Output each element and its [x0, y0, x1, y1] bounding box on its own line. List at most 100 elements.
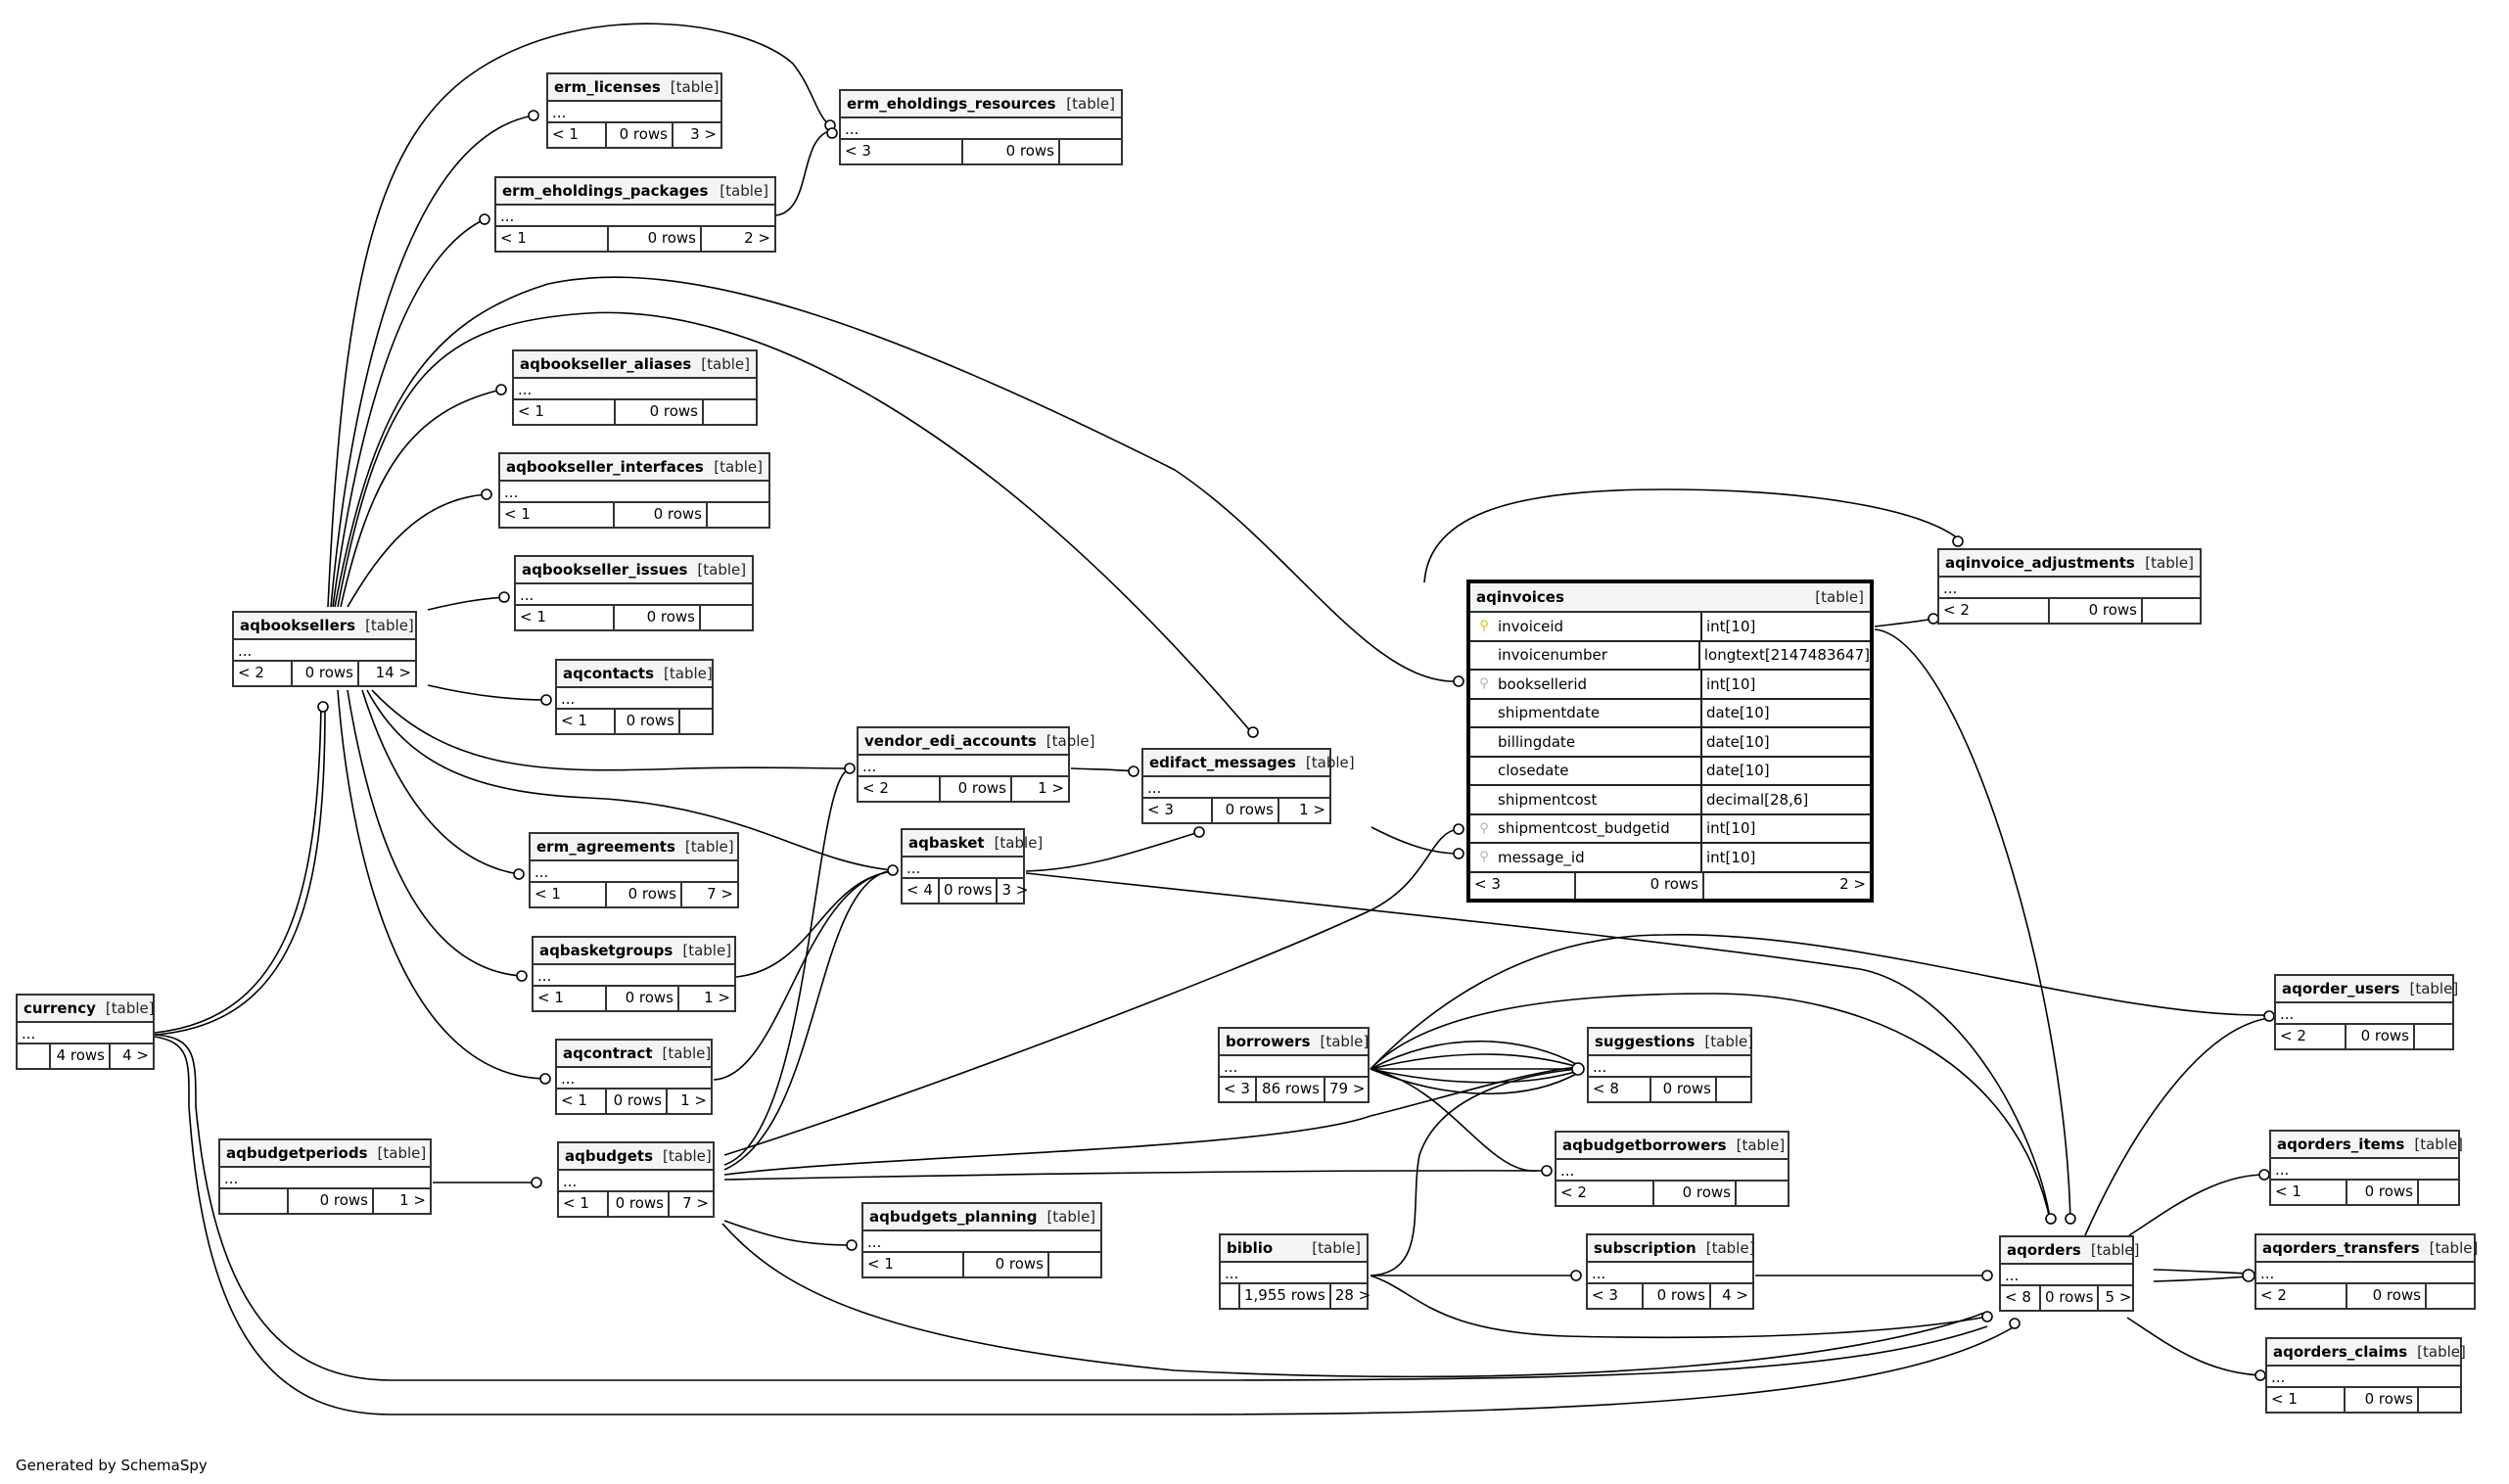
- child-count[interactable]: 28 >: [1334, 1286, 1371, 1304]
- child-count[interactable]: 7 >: [707, 885, 733, 903]
- parent-count[interactable]: < 1: [2271, 1181, 2347, 1204]
- child-count[interactable]: [704, 400, 756, 424]
- parent-count[interactable]: < 2: [859, 777, 941, 801]
- parent-count[interactable]: < 1: [2267, 1388, 2346, 1412]
- child-count[interactable]: [701, 606, 752, 629]
- child-count[interactable]: [1737, 1182, 1788, 1205]
- child-count[interactable]: [1060, 140, 1121, 163]
- child-count[interactable]: 1 >: [704, 989, 730, 1006]
- parent-count[interactable]: [220, 1189, 289, 1213]
- child-count[interactable]: [2415, 1025, 2452, 1048]
- child-count[interactable]: 1 >: [399, 1191, 426, 1209]
- parent-count[interactable]: < 2: [1557, 1182, 1654, 1205]
- parent-count[interactable]: < 8: [1589, 1078, 1651, 1101]
- parent-count[interactable]: [1221, 1284, 1240, 1308]
- parent-count[interactable]: < 3: [1588, 1284, 1644, 1308]
- child-count[interactable]: [2143, 599, 2200, 623]
- parent-count[interactable]: < 1: [534, 987, 607, 1010]
- parent-count[interactable]: < 2: [2256, 1284, 2347, 1308]
- child-count[interactable]: [2419, 1388, 2460, 1412]
- child-count[interactable]: 1 >: [1038, 779, 1064, 797]
- parent-count[interactable]: < 1: [514, 400, 616, 424]
- parent-count[interactable]: < 1: [496, 227, 609, 251]
- child-count[interactable]: 5 >: [2105, 1288, 2132, 1306]
- parent-count[interactable]: < 1: [548, 123, 607, 147]
- child-count[interactable]: [2427, 1284, 2474, 1308]
- parent-count[interactable]: < 8: [2001, 1286, 2041, 1310]
- edge-aqorders-aqorders_items: [2128, 1174, 2265, 1236]
- child-count[interactable]: [1717, 1078, 1750, 1101]
- parent-count[interactable]: < 1: [557, 1090, 607, 1113]
- child-count[interactable]: 2 >: [744, 229, 770, 247]
- child-count[interactable]: [708, 503, 768, 527]
- child-count[interactable]: 3 >: [690, 125, 717, 143]
- child-count[interactable]: 79 >: [1329, 1080, 1366, 1097]
- parent-count[interactable]: < 3: [841, 140, 963, 163]
- parent-count[interactable]: < 2: [234, 662, 293, 685]
- child-count[interactable]: 4 >: [1722, 1286, 1748, 1304]
- parent-count[interactable]: < 2: [2276, 1025, 2346, 1048]
- child-count[interactable]: [2419, 1181, 2458, 1204]
- parent-count[interactable]: < 1: [557, 710, 616, 733]
- parent-count[interactable]: < 3: [1143, 799, 1213, 822]
- parent-count[interactable]: < 1: [531, 883, 607, 906]
- parent-count[interactable]: < 2: [1939, 599, 2050, 623]
- child-count[interactable]: 2 >: [1839, 874, 1866, 893]
- child-count[interactable]: 4 >: [122, 1046, 149, 1064]
- parent-count[interactable]: < 1: [559, 1192, 609, 1216]
- child-count[interactable]: 1 >: [1299, 801, 1325, 818]
- child-count[interactable]: 3 >: [1001, 881, 1029, 899]
- child-count[interactable]: 1 >: [680, 1091, 707, 1109]
- parent-count[interactable]: < 1: [863, 1253, 964, 1276]
- parent-count[interactable]: < 1: [500, 503, 615, 527]
- child-count[interactable]: [680, 710, 712, 733]
- parent-count[interactable]: < 4: [903, 879, 940, 903]
- parent-count[interactable]: < 1: [516, 606, 615, 629]
- parent-count[interactable]: < 3: [1220, 1078, 1257, 1101]
- child-count[interactable]: [1049, 1253, 1100, 1276]
- parent-count[interactable]: [18, 1044, 51, 1068]
- parent-count[interactable]: < 3: [1470, 872, 1576, 899]
- child-count[interactable]: 14 >: [375, 664, 411, 681]
- child-count[interactable]: 7 >: [682, 1194, 709, 1212]
